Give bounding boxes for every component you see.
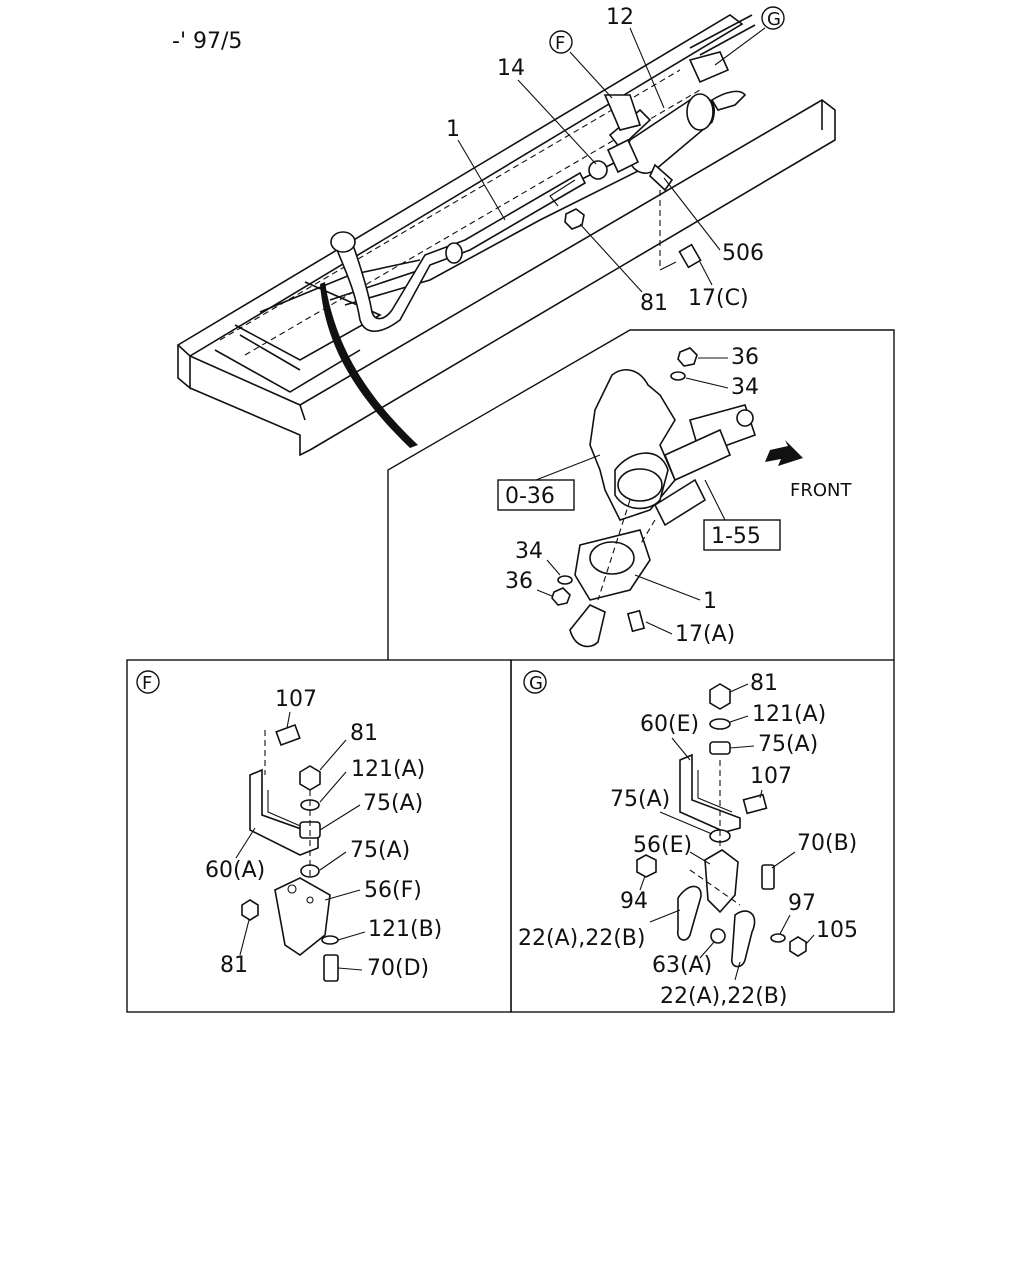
hardware-main — [549, 179, 702, 271]
g-callout-75a-2: 75(A) — [610, 787, 670, 812]
front-arrow — [765, 440, 803, 466]
callout-34-bottom: 34 — [515, 539, 543, 564]
manifold-illustration — [569, 369, 757, 648]
callout-1: 1 — [446, 117, 460, 142]
callout-17c: 17(C) — [688, 286, 749, 311]
f-callout-56f: 56(F) — [364, 878, 422, 903]
f-callout-75a: 75(A) — [363, 791, 423, 816]
detail-hardware — [551, 347, 698, 633]
g-callout-105: 105 — [816, 918, 858, 943]
callout-1-detail: 1 — [703, 589, 717, 614]
panel-f-marker: F — [142, 673, 152, 694]
main-callouts: -' 97/5 12 G F 14 1 506 81 17(C) — [172, 5, 785, 316]
f-callout-121b: 121(B) — [368, 917, 442, 942]
callout-36-top: 36 — [731, 345, 759, 370]
f-callout-107: 107 — [275, 687, 317, 712]
panel-f: F 107 81 121(A) 75(A) 75(A) 60(A) 56(F) — [126, 659, 512, 1013]
g-callout-70b: 70(B) — [797, 831, 857, 856]
g-callout-56e: 56(E) — [633, 833, 692, 858]
f-callout-81: 81 — [350, 721, 378, 746]
g-callout-22a-left: 22(A),22(B) — [518, 926, 645, 951]
f-callout-70d: 70(D) — [367, 956, 429, 981]
g-callout-63a: 63(A) — [652, 953, 712, 978]
g-callout-97: 97 — [788, 891, 816, 916]
f-callout-121a: 121(A) — [351, 757, 425, 782]
callout-12: 12 — [606, 5, 634, 30]
detail-callouts: 36 34 34 36 1 17(A) — [505, 345, 759, 647]
g-callout-60e: 60(E) — [640, 712, 699, 737]
callout-g: G — [767, 9, 781, 30]
exhaust-pipe-1 — [330, 171, 587, 333]
panel-g-marker: G — [529, 673, 543, 694]
callout-17a: 17(A) — [675, 622, 735, 647]
f-callout-75a-2: 75(A) — [350, 838, 410, 863]
callout-81: 81 — [640, 291, 668, 316]
front-label: FRONT — [790, 480, 852, 501]
date-code: -' 97/5 — [172, 29, 242, 54]
f-callout-81-bottom: 81 — [220, 953, 248, 978]
detail-panel — [387, 329, 895, 660]
callout-36-bottom: 36 — [505, 569, 533, 594]
muffler-12 — [588, 51, 747, 192]
g-callout-94: 94 — [620, 889, 648, 914]
callout-f: F — [555, 33, 565, 54]
g-callout-107: 107 — [750, 764, 792, 789]
callout-506: 506 — [722, 241, 764, 266]
ref-box-1-55: 1-55 — [711, 524, 761, 549]
frame-rail-illustration — [176, 14, 836, 457]
g-callout-121a: 121(A) — [752, 702, 826, 727]
g-callout-22a-right: 22(A),22(B) — [660, 984, 787, 1009]
callout-34-top: 34 — [731, 375, 759, 400]
callout-14: 14 — [497, 56, 525, 81]
reference-boxes: 0-36 1-55 — [497, 454, 781, 551]
ref-box-0-36: 0-36 — [505, 484, 555, 509]
g-callout-75a: 75(A) — [758, 732, 818, 757]
f-callout-60a: 60(A) — [205, 858, 265, 883]
panel-g: G 81 121(A) 60(E) 75(A) 107 75(A) — [510, 659, 895, 1013]
g-callout-81: 81 — [750, 671, 778, 696]
